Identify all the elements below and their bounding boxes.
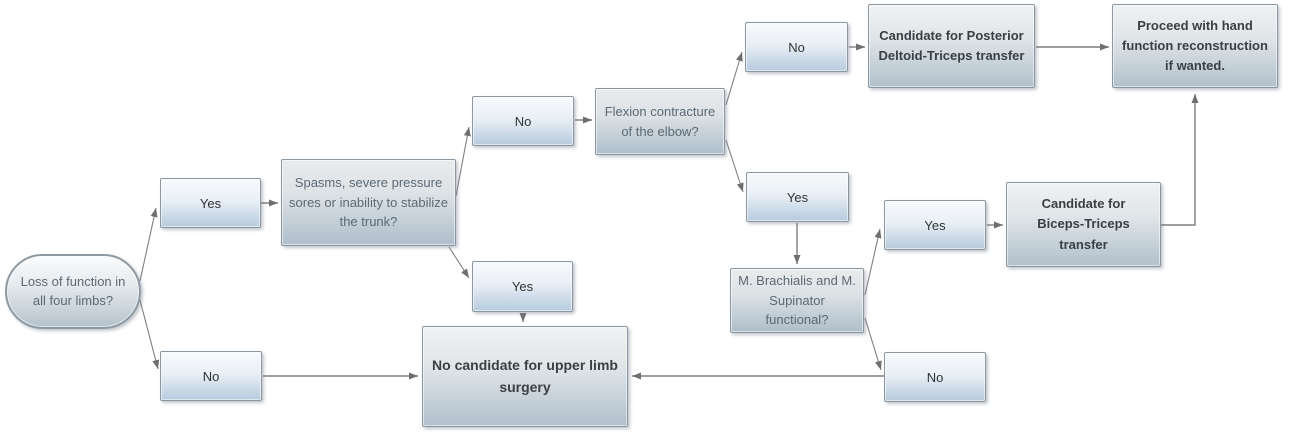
- edge-brachialis-to-yes-far-right: [864, 228, 882, 296]
- node-no-bottom-right-label: No: [926, 369, 944, 385]
- node-loss-of-function-label: Loss of function in all four limbs?: [20, 273, 126, 308]
- node-yes-right-label: Yes: [786, 189, 809, 205]
- edge-cand-biceps-to-proceed: [1161, 94, 1199, 226]
- node-no-bottom-left: No: [160, 351, 262, 401]
- node-brachialis: M. Brachialis and M. Supinator functiona…: [730, 268, 864, 333]
- node-cand-posterior-label: Candidate for Posterior Deltoid-Triceps …: [878, 27, 1025, 63]
- node-yes-mid: Yes: [472, 261, 573, 312]
- node-no-top-right: No: [745, 22, 848, 72]
- node-yes-left: Yes: [160, 178, 261, 228]
- node-no-mid-label: No: [514, 113, 532, 129]
- edge-flexion-to-no-top-right: [725, 51, 743, 106]
- node-cand-biceps-label: Candidate for Biceps-Triceps transfer: [1037, 196, 1130, 252]
- node-yes-far-right-label: Yes: [924, 217, 946, 233]
- node-brachialis-label: M. Brachialis and M. Supinator functiona…: [738, 273, 856, 328]
- node-yes-left-label: Yes: [199, 195, 222, 211]
- edge-brachialis-to-no-bottom-right: [864, 317, 882, 371]
- node-yes-right: Yes: [746, 172, 849, 222]
- node-loss-of-function: Loss of function in all four limbs?: [5, 254, 141, 329]
- node-no-bottom-right: No: [884, 352, 986, 402]
- node-no-candidate: No candidate for upper limb surgery: [422, 326, 628, 427]
- node-flexion: Flexion contracture of the elbow?: [595, 88, 725, 155]
- node-no-top-right-label: No: [788, 39, 805, 55]
- node-no-mid: No: [472, 96, 574, 146]
- node-proceed: Proceed with hand function reconstructio…: [1112, 4, 1278, 88]
- node-yes-far-right: Yes: [884, 200, 986, 250]
- node-spasms-label: Spasms, severe pressure sores or inabili…: [289, 175, 448, 230]
- node-spasms: Spasms, severe pressure sores or inabili…: [281, 159, 456, 246]
- node-proceed-label: Proceed with hand function reconstructio…: [1122, 17, 1268, 74]
- node-no-candidate-label: No candidate for upper limb surgery: [432, 356, 618, 395]
- node-no-bottom-left-label: No: [202, 368, 220, 384]
- edge-flexion-to-yes-right: [725, 139, 744, 193]
- edge-spasms-to-yes-mid: [448, 246, 470, 279]
- node-cand-posterior: Candidate for Posterior Deltoid-Triceps …: [868, 4, 1035, 88]
- edge-loss-to-no-bottom-left: [139, 299, 160, 370]
- node-cand-biceps: Candidate for Biceps-Triceps transfer: [1006, 182, 1161, 267]
- edge-loss-to-yes-left: [139, 207, 158, 282]
- edge-spasms-to-no-mid: [455, 126, 471, 197]
- node-yes-mid-label: Yes: [511, 279, 534, 294]
- node-flexion-label: Flexion contracture of the elbow?: [604, 104, 716, 139]
